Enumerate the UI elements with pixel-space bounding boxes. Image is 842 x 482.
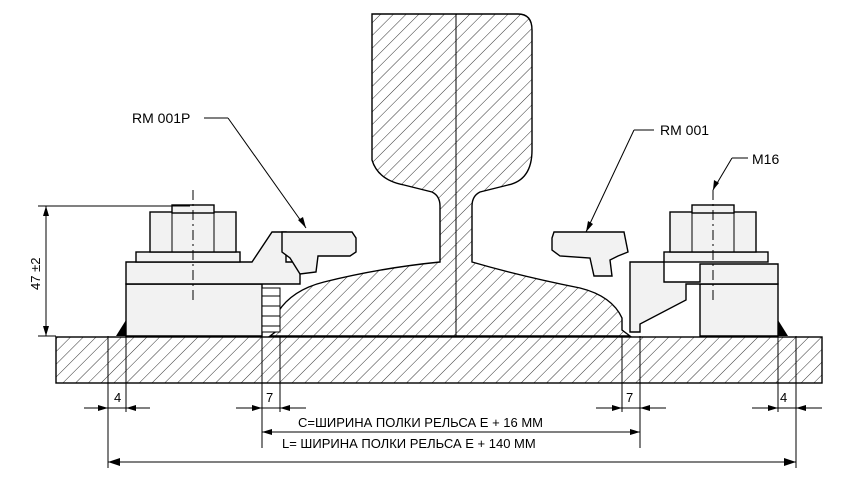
dim-gap-right-inner: 7 xyxy=(626,390,633,405)
rail-section xyxy=(267,13,633,337)
dim-c-width: C=ШИРИНА ПОЛКИ РЕЛЬСА Е + 16 ММ xyxy=(298,415,543,430)
left-shoulder xyxy=(125,231,301,285)
weld-left xyxy=(116,320,126,336)
right-shoulder xyxy=(629,261,779,333)
left-washer xyxy=(135,251,241,263)
right-clip xyxy=(551,231,629,277)
dim-height: 47 ±2 xyxy=(28,258,43,290)
label-clip-left: RM 001P xyxy=(132,110,190,126)
right-plate xyxy=(699,283,779,337)
label-bolt: M16 xyxy=(752,151,779,167)
left-pad xyxy=(261,287,281,333)
left-plate xyxy=(125,283,263,337)
dim-gap-left-outer: 4 xyxy=(114,390,121,405)
right-washer xyxy=(663,251,769,263)
dim-l-width: L= ШИРИНА ПОЛКИ РЕЛЬСА Е + 140 ММ xyxy=(282,436,536,451)
base-slab xyxy=(55,336,823,384)
weld-right xyxy=(778,320,788,336)
left-clip xyxy=(281,231,357,275)
dim-gap-right-outer: 4 xyxy=(780,390,787,405)
label-clip-right: RM 001 xyxy=(660,122,709,138)
dim-gap-left-inner: 7 xyxy=(266,390,273,405)
